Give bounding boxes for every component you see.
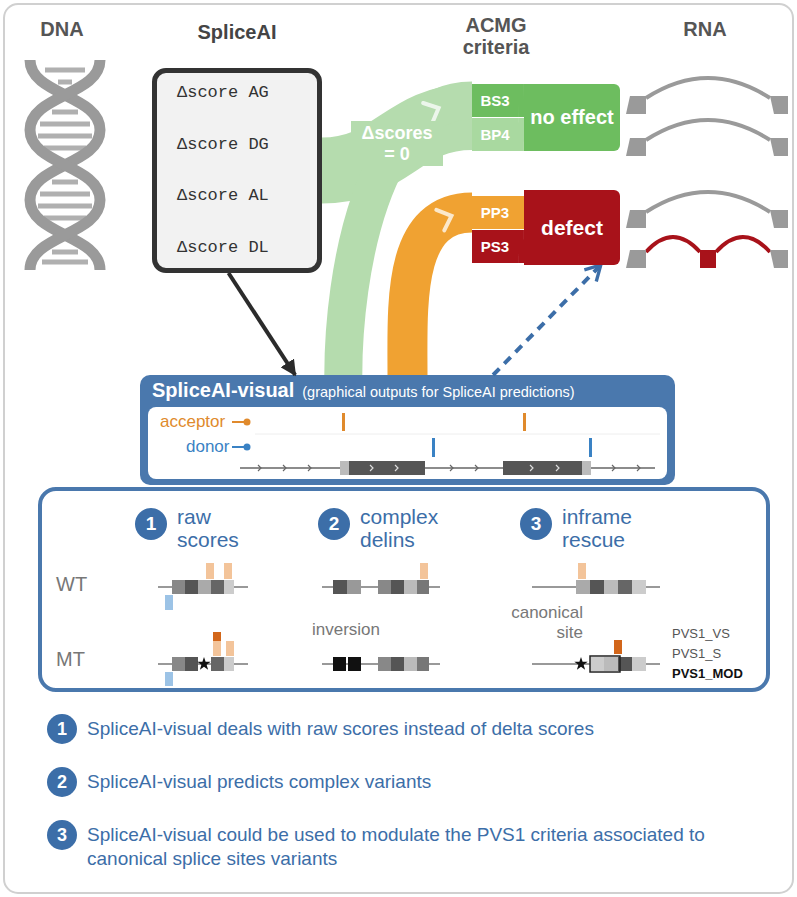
column-title: DNA [22, 18, 102, 41]
edge-label: Δscores = 0 [351, 121, 443, 166]
callout-number: 3 [531, 513, 542, 535]
score-name: Δscore AG [177, 83, 269, 102]
dashed-arrow [493, 265, 601, 375]
track-panel: acceptor donor [148, 407, 667, 479]
variant-note: canonical site [488, 603, 583, 642]
number-circle: 1raw scores [135, 508, 167, 540]
criterion-tag: PVS1_MOD [672, 666, 743, 681]
arrow-chevron [436, 210, 451, 231]
score-name: Δscore DG [177, 135, 269, 154]
flow-band [322, 117, 472, 171]
score-name: Δscore DL [177, 238, 269, 257]
criterion-box: PP3 [472, 196, 518, 229]
dashed-arrow [493, 265, 601, 375]
column-heading: complex delins [360, 505, 448, 551]
box-label: defect [541, 216, 603, 240]
visual-box [140, 375, 675, 485]
column-title: ACMG criteria [450, 14, 542, 58]
row-label: WT [56, 573, 87, 596]
model-box: SpliceAIΔscore AGΔscore DGΔscore ALΔscor… [152, 68, 322, 273]
box-label: no effect [530, 106, 613, 129]
example-box: WTMT1raw scores2complex delins3inframe r… [38, 487, 770, 692]
arrow [229, 273, 296, 375]
rna-transcripts [626, 78, 788, 268]
mini-gene-diagrams [158, 563, 660, 686]
callout-number: 2 [57, 772, 67, 793]
criterion-box: BS3 [472, 84, 518, 117]
number-circle: 3inframe rescue [520, 508, 552, 540]
number-circle: 2SpliceAI-visual predicts complex varian… [47, 767, 77, 797]
criterion-box: PS3 [472, 230, 518, 263]
splice-tracks [232, 413, 660, 475]
track-name: acceptor [160, 412, 225, 432]
outcome-band: defect [524, 190, 620, 265]
score-name: Δscore AL [177, 186, 269, 205]
column-heading: inframe rescue [562, 505, 650, 551]
summary-text: SpliceAI-visual deals with raw scores in… [87, 717, 777, 741]
flow-band [322, 117, 472, 171]
variant-note: inversion [312, 620, 380, 640]
criterion-tag: PVS1_VS [672, 626, 730, 641]
box-label: PS3 [481, 238, 509, 255]
number-circle: 1SpliceAI-visual deals with raw scores i… [47, 714, 77, 744]
criterion-tag: PVS1_S [672, 646, 721, 661]
track-name: donor [186, 437, 229, 457]
box-label: BP4 [480, 126, 509, 143]
tool-box: SpliceAI-visual (graphical outputs for Sp… [140, 375, 675, 485]
flow-band [407, 210, 472, 375]
arrow [229, 273, 296, 375]
summary-text: SpliceAI-visual predicts complex variant… [87, 770, 777, 794]
flow-band [407, 213, 472, 376]
row-label: MT [56, 648, 85, 671]
summary-text: SpliceAI-visual could be used to modulat… [87, 823, 747, 871]
callout-number: 1 [146, 513, 157, 535]
column-title: RNA [665, 18, 745, 41]
callout-number: 3 [57, 825, 67, 846]
arrow-chevron [423, 103, 438, 123]
column-heading: raw scores [177, 505, 259, 551]
dna-helix [30, 60, 100, 270]
box-label: PP3 [481, 204, 509, 221]
callout-number: 2 [329, 513, 340, 535]
box-title: SpliceAI-visual [152, 379, 294, 402]
number-circle: 2complex delins [318, 508, 350, 540]
flow-band [343, 101, 472, 376]
criterion-box: BP4 [472, 118, 518, 151]
box-title: SpliceAI [152, 21, 322, 44]
number-circle: 3SpliceAI-visual could be used to modula… [47, 820, 77, 850]
visual-panel [148, 407, 667, 479]
frame [4, 4, 793, 893]
box-subtitle: (graphical outputs for SpliceAI predicti… [302, 384, 574, 400]
flow-band [343, 101, 472, 376]
box-label: BS3 [480, 92, 509, 109]
callout-number: 1 [57, 719, 67, 740]
outcome-band: no effect [524, 84, 620, 151]
